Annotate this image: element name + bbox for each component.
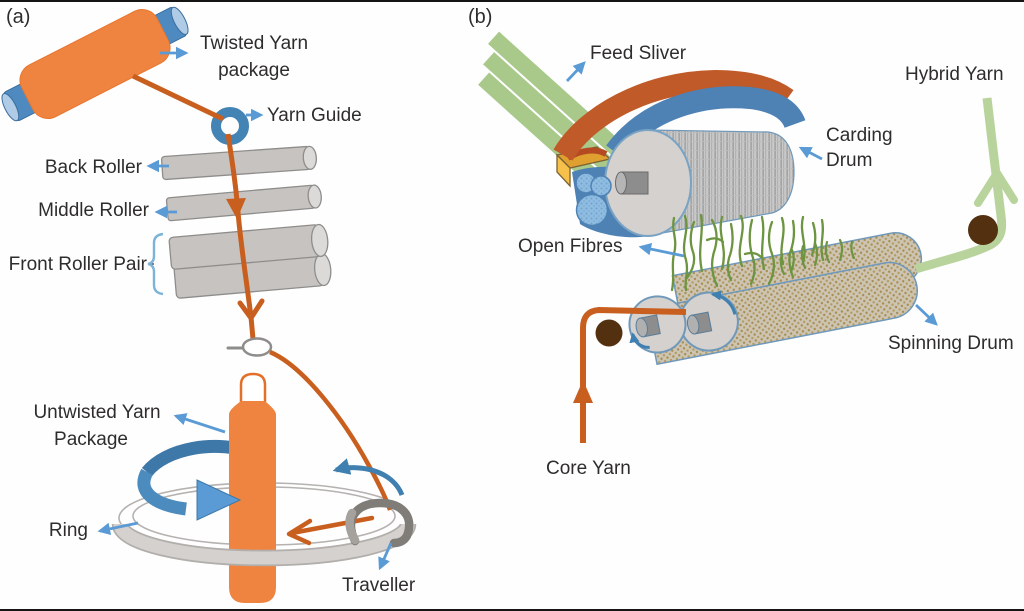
yarn-package-to-guide [131,73,225,122]
yarn-through-rollers [225,133,256,340]
panel-a-labels: Twisted Yarn package Yarn Guide Back Rol… [9,33,416,596]
front-roller-brace [147,232,164,296]
panel-b: (b) [468,6,1018,479]
label-traveller: Traveller [342,575,416,596]
traveller-hook-highlight [345,508,360,545]
label-front-roller-pair: Front Roller Pair [9,254,148,275]
core-yarn-line [580,306,687,443]
arrow-untwisted-package [173,413,226,434]
label-carding-drum-2: Drum [826,150,872,171]
core-yarn-arrowhead [573,380,593,403]
arrow-carding-drum [798,146,823,161]
middle-roller-cylinder [165,184,322,222]
rotation-arrow-left-drum [629,332,650,349]
yarn-balloon [269,349,393,511]
arrow-open-fibres [638,242,685,258]
arrow-spinning-drum [915,303,938,326]
arrow-traveller [378,542,393,571]
yarn-to-package-arrow [286,515,375,546]
label-twisted-package-1: Twisted Yarn [200,33,308,54]
untwisted-yarn-package [229,372,276,603]
rotation-ribbon-arrowhead [196,479,242,521]
spinning-drum-pair [628,232,923,366]
label-twisted-package-2: package [218,60,290,81]
core-yarn-guide-pulley [595,319,623,347]
fibres-on-drum [779,238,856,276]
label-hybrid-yarn: Hybrid Yarn [905,64,1004,85]
label-untwisted-package-1: Untwisted Yarn [33,402,160,423]
yarn-chevron-down [237,298,265,321]
hybrid-yarn-chevron [974,169,1018,207]
label-yarn-guide: Yarn Guide [267,105,362,126]
open-fibres [670,213,825,292]
hybrid-yarn-line [914,97,1007,274]
label-spinning-drum: Spinning Drum [888,333,1014,354]
carding-cover-blue [606,86,806,159]
label-untwisted-package-2: Package [54,429,128,450]
panel-a-tag: (a) [6,6,30,28]
label-core-yarn: Core Yarn [546,458,631,479]
twisted-yarn-package [1,6,189,122]
panel-b-labels: Feed Sliver Hybrid Yarn Carding Drum Ope… [518,43,1014,479]
label-feed-sliver: Feed Sliver [590,43,687,64]
label-open-fibres: Open Fibres [518,236,623,257]
arrow-ring [97,521,139,536]
rotation-ribbon-front [137,468,187,516]
spinning-drum-hubs [635,311,713,338]
label-ring: Ring [49,520,88,541]
feed-rollers [575,172,612,227]
label-middle-roller: Middle Roller [38,200,150,221]
arrow-feed-sliver [565,61,586,82]
rotation-arrow-right-drum [710,290,737,315]
panel-a: (a) [1,6,417,603]
back-roller-cylinder [160,145,318,181]
carding-cover-orange [553,69,794,161]
hybrid-yarn-guide-pulley [968,215,998,245]
carding-drum-hub [615,171,649,195]
front-roller-top [168,223,329,270]
lappet-guide [226,337,273,357]
traveller-rotation-arrow [332,458,405,497]
yarn-arrowhead-down [226,198,246,219]
label-carding-drum-1: Carding [826,125,893,146]
label-back-roller: Back Roller [45,157,143,178]
panel-b-tag: (b) [468,6,492,28]
